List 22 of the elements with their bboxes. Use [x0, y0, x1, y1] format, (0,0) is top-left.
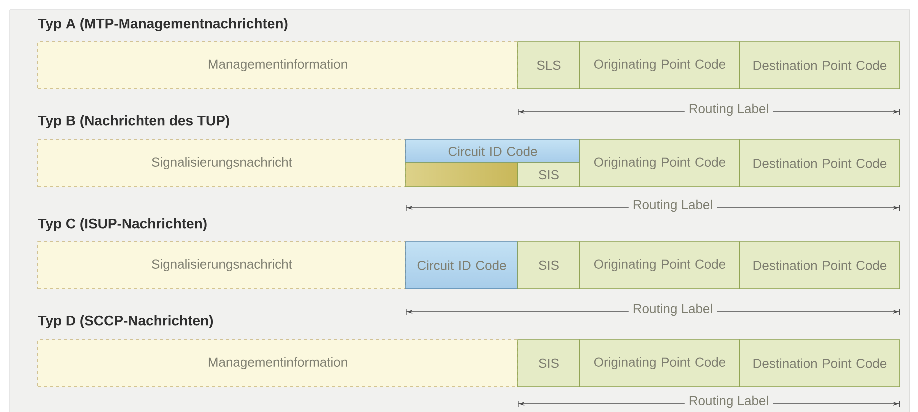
message-field: Managementinformation	[38, 42, 518, 90]
field-box: Destination Point Code	[740, 140, 900, 188]
dimension-label: Routing Label	[628, 300, 718, 320]
field-box: SLS	[518, 42, 580, 90]
field-box: Circuit ID Code	[406, 242, 518, 290]
dimension-label: Routing Label	[684, 100, 774, 120]
field-box: SIS	[518, 242, 580, 290]
message-field: Managementinformation	[38, 340, 518, 388]
field-box: Circuit ID Code	[406, 140, 580, 164]
section-heading: Typ D (SCCP-Nachrichten)	[38, 315, 214, 328]
field-box: Destination Point Code	[740, 340, 900, 388]
dimension-label: Routing Label	[684, 392, 774, 412]
message-field: Signalisierungsnachricht	[38, 242, 406, 290]
field-box: Destination Point Code	[740, 42, 900, 90]
section-heading: Typ B (Nachrichten des TUP)	[38, 115, 230, 129]
field-box: SIS	[518, 340, 580, 388]
field-box: Destination Point Code	[740, 242, 900, 290]
field-box: SIS	[518, 162, 580, 188]
dimension-label: Routing Label	[628, 196, 718, 216]
message-field: Signalisierungsnachricht	[38, 140, 406, 188]
section-heading: Typ C (ISUP-Nachrichten)	[38, 218, 207, 232]
gradient-box	[406, 162, 518, 188]
